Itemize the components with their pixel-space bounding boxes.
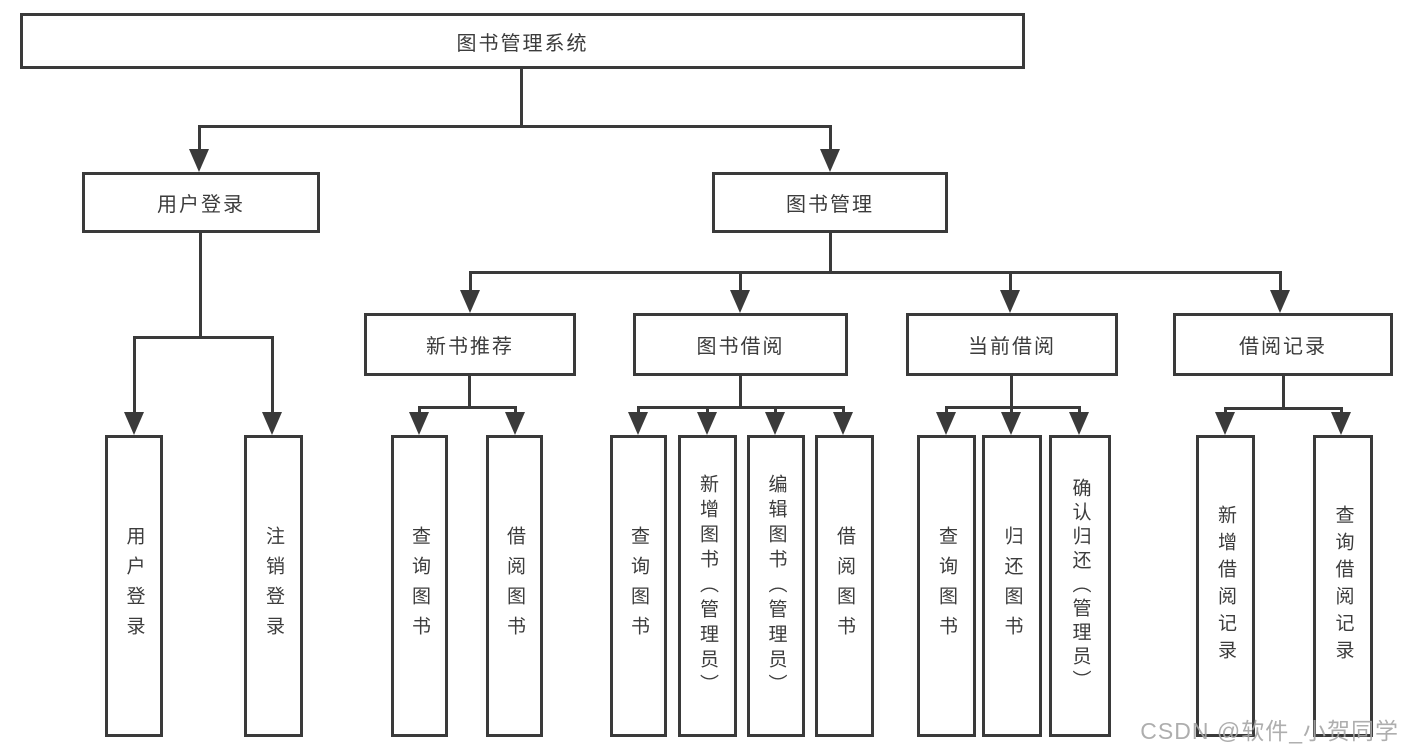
- connector-line: [1224, 407, 1227, 414]
- node-label: 图书管理系统: [456, 32, 589, 55]
- connector-line: [469, 271, 472, 293]
- connector-line: [1009, 271, 1012, 293]
- connector-line: [842, 406, 845, 414]
- connector-line: [468, 376, 471, 409]
- arrowhead-down-icon: [1069, 412, 1089, 435]
- node-label: 查询图书: [936, 526, 957, 646]
- node-label: 当前借阅: [968, 336, 1056, 358]
- node-label: 用户登录: [123, 526, 145, 646]
- arrowhead-down-icon: [697, 412, 717, 435]
- node-label: 借阅图书: [834, 526, 855, 646]
- leaf-cb-confirm-return-admin: 确认归还（管理员）: [1049, 435, 1111, 737]
- leaf-logout: 注销登录: [244, 435, 303, 737]
- node-label: 图书借阅: [696, 336, 785, 358]
- arrowhead-down-icon: [1001, 412, 1021, 435]
- leaf-bb-add-books-admin: 新增图书（管理员）: [678, 435, 737, 737]
- connector-line: [133, 336, 136, 414]
- connector-line: [1078, 406, 1081, 414]
- connector-line: [271, 336, 274, 414]
- leaf-cb-query-books: 查询图书: [917, 435, 976, 737]
- connector-line: [469, 271, 1282, 274]
- arrowhead-down-icon: [730, 290, 750, 313]
- arrowhead-down-icon: [1331, 412, 1351, 435]
- node-label: 新增图书（管理员）: [697, 473, 718, 699]
- node-label: 图书管理: [786, 194, 874, 216]
- node-new-book-recommend: 新书推荐: [364, 313, 576, 376]
- node-label: 借阅记录: [1239, 336, 1327, 358]
- connector-line: [637, 406, 844, 409]
- arrowhead-down-icon: [460, 290, 480, 313]
- node-book-management: 图书管理: [712, 172, 948, 233]
- arrowhead-down-icon: [262, 412, 282, 435]
- node-current-borrow: 当前借阅: [906, 313, 1118, 376]
- arrowhead-down-icon: [124, 412, 144, 435]
- leaf-cb-return-books: 归还图书: [982, 435, 1042, 737]
- node-label: 用户登录: [157, 194, 245, 216]
- connector-line: [1279, 271, 1282, 293]
- leaf-nbr-borrow-books: 借阅图书: [486, 435, 543, 737]
- connector-line: [514, 406, 517, 414]
- node-label: 确认归还（管理员）: [1069, 478, 1091, 694]
- connector-line: [1010, 376, 1013, 409]
- node-book-borrow: 图书借阅: [633, 313, 848, 376]
- node-label: 借阅图书: [504, 526, 525, 646]
- arrowhead-down-icon: [1270, 290, 1290, 313]
- arrowhead-down-icon: [820, 149, 840, 172]
- node-borrow-records: 借阅记录: [1173, 313, 1393, 376]
- node-label: 注销登录: [263, 526, 284, 646]
- connector-line: [199, 233, 202, 336]
- connector-line: [198, 125, 201, 153]
- arrowhead-down-icon: [936, 412, 956, 435]
- leaf-bb-query-books: 查询图书: [610, 435, 667, 737]
- connector-line: [520, 68, 523, 127]
- connector-line: [1340, 407, 1343, 414]
- connector-line: [1010, 406, 1013, 414]
- leaf-bb-borrow-books: 借阅图书: [815, 435, 874, 737]
- leaf-user-login: 用户登录: [105, 435, 163, 737]
- node-user-login: 用户登录: [82, 172, 320, 233]
- arrowhead-down-icon: [765, 412, 785, 435]
- leaf-bb-edit-books-admin: 编辑图书（管理员）: [747, 435, 805, 737]
- node-label: 新增借阅记录: [1215, 505, 1236, 667]
- arrowhead-down-icon: [833, 412, 853, 435]
- arrowhead-down-icon: [505, 412, 525, 435]
- arrowhead-down-icon: [628, 412, 648, 435]
- node-root-library-management-system: 图书管理系统: [20, 13, 1025, 69]
- leaf-br-query-record: 查询借阅记录: [1313, 435, 1373, 737]
- connector-line: [133, 336, 274, 339]
- connector-line: [706, 406, 709, 414]
- leaf-nbr-query-books: 查询图书: [391, 435, 448, 737]
- arrowhead-down-icon: [409, 412, 429, 435]
- connector-line: [829, 125, 832, 153]
- node-label: 查询借阅记录: [1332, 505, 1354, 667]
- leaf-br-add-record: 新增借阅记录: [1196, 435, 1255, 737]
- connector-line: [945, 406, 948, 414]
- csdn-watermark: CSDN @软件_小贺同学: [1140, 718, 1399, 744]
- connector-line: [739, 376, 742, 409]
- connector-line: [739, 271, 742, 293]
- connector-line: [198, 125, 832, 128]
- connector-line: [418, 406, 517, 409]
- connector-line: [774, 406, 777, 414]
- node-label: 查询图书: [409, 526, 430, 646]
- connector-line: [829, 233, 832, 273]
- arrowhead-down-icon: [189, 149, 209, 172]
- node-label: 新书推荐: [426, 336, 514, 358]
- node-label: 编辑图书（管理员）: [765, 473, 787, 699]
- node-label: 归还图书: [1001, 526, 1023, 646]
- connector-line: [418, 406, 421, 414]
- connector-line: [1282, 376, 1285, 410]
- connector-line: [1224, 407, 1343, 410]
- arrowhead-down-icon: [1000, 290, 1020, 313]
- arrowhead-down-icon: [1215, 412, 1235, 435]
- connector-line: [637, 406, 640, 414]
- node-label: 查询图书: [628, 526, 649, 646]
